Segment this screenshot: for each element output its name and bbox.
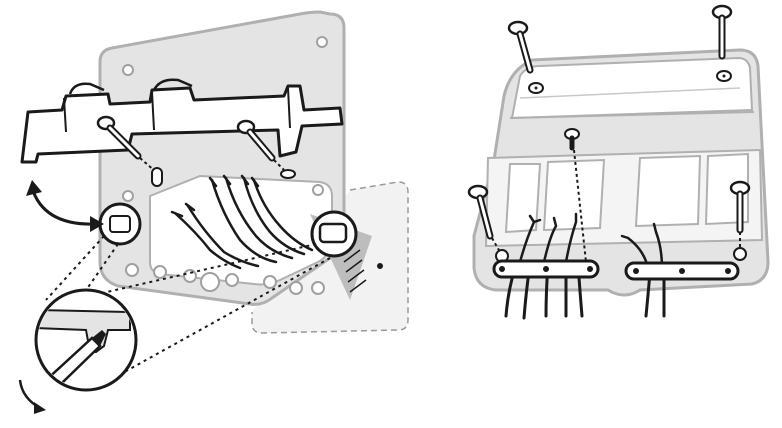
bracket-flange	[63, 87, 291, 133]
plate-hole-mid-left	[122, 190, 134, 202]
screw-bottom-left	[467, 184, 509, 263]
screw-left	[96, 115, 163, 187]
release-tab-left	[98, 202, 142, 246]
indicator-dot	[377, 263, 383, 269]
left-panel	[18, 10, 409, 414]
magnified-release-tab	[34, 288, 138, 392]
plate-hole-top-left	[122, 64, 134, 76]
bracket-clip-mid	[152, 78, 193, 91]
screw-bottom-right	[729, 180, 751, 261]
plate-hole-top-right	[316, 36, 328, 48]
screw-center	[564, 128, 587, 263]
right-backplate-top	[510, 56, 754, 120]
cable-clamp-left	[492, 259, 600, 279]
screw-top-left	[507, 20, 544, 94]
screw-top-right	[711, 4, 733, 82]
bracket-clip-left	[68, 82, 105, 95]
curved-double-arrow-icon	[26, 180, 104, 232]
right-backplate-edge	[509, 111, 755, 119]
projection-lines	[45, 235, 331, 381]
release-arrow-icon	[18, 379, 46, 414]
screwdriver	[38, 330, 106, 388]
right-backplate-edge-2	[519, 87, 741, 99]
screw-right	[236, 119, 296, 179]
release-tab	[310, 210, 358, 258]
right-panel	[467, 4, 770, 320]
plate-hole-mid-right	[312, 184, 324, 196]
release-tab-hatching	[343, 249, 367, 293]
terminal-bosses	[125, 263, 325, 295]
cable-clamp-right	[624, 261, 740, 281]
